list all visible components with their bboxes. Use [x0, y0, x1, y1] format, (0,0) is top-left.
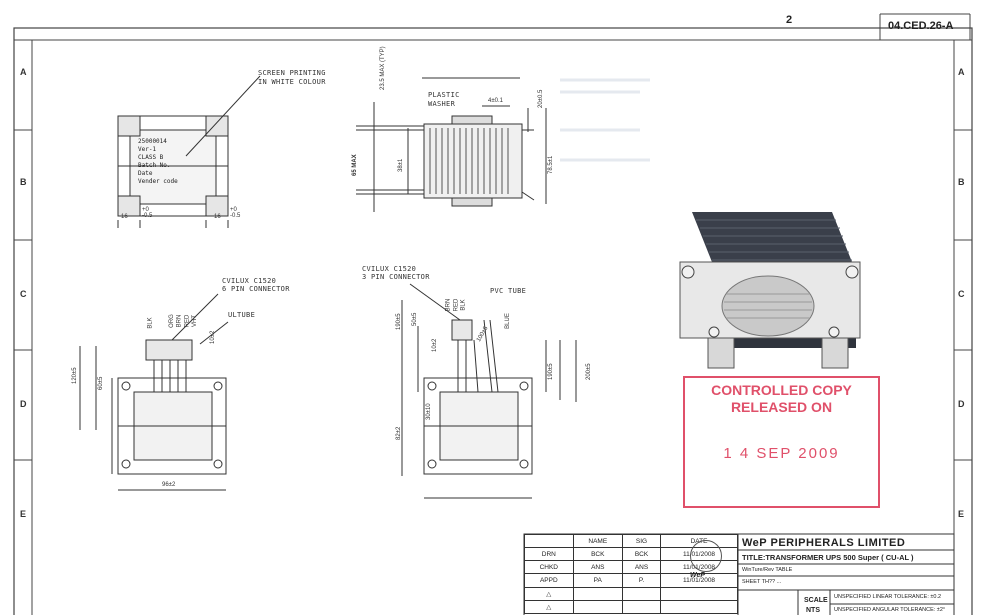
table-cell: P. — [621, 573, 662, 588]
angular-tolerance: UNSPECIFIED ANGULAR TOLERANCE: ±2° — [834, 607, 946, 613]
wire-label: BRN — [445, 298, 452, 312]
dim: 60±5 — [98, 376, 104, 390]
transformer-render — [679, 212, 861, 369]
front-view-top — [117, 75, 261, 228]
zone-left-e: E — [20, 509, 27, 519]
document-id: 04.CED.26-A — [888, 20, 954, 32]
note-plastic-2: WASHER — [428, 100, 456, 108]
dim: 65 MAX — [352, 154, 358, 176]
wire-label: RED — [453, 298, 460, 312]
dim: +0 — [142, 207, 149, 213]
scale-label: SCALE — [804, 597, 828, 604]
note-cvilux6-1: CVILUX C1520 — [222, 277, 277, 285]
zone-right-d: D — [958, 399, 965, 409]
note-cvilux3-1: CVILUX C1520 — [362, 265, 417, 273]
wire-label: BRN — [176, 314, 183, 328]
note-cvilux6-2: 6 PIN CONNECTOR — [222, 285, 290, 293]
stamp-line-1: CONTROLLED COPY — [711, 382, 852, 398]
part-label-line: CLASS B — [138, 154, 164, 161]
zone-right-b: B — [958, 177, 965, 187]
dim: 4±0.1 — [488, 98, 503, 104]
dim: -0.5 — [230, 213, 241, 219]
zone-right-e: E — [958, 509, 965, 519]
scale-value: NTS — [806, 607, 820, 614]
wire-label: BLK — [460, 299, 467, 311]
table-cell: CHKD — [524, 560, 574, 575]
drawing-title: TITLE:TRANSFORMER UPS 500 Super ( CU-AL … — [742, 553, 914, 562]
part-label-line: Vender code — [138, 178, 178, 185]
zone-right-c: C — [958, 289, 965, 299]
part-label-line: 25000014 — [138, 138, 167, 145]
dim: 50±5 — [412, 312, 418, 326]
note-plastic-1: PLASTIC — [428, 91, 460, 99]
title-line-3: SHEET TH?? ... — [742, 579, 782, 585]
dim: 10±2 — [210, 330, 216, 344]
dim: 16 — [214, 214, 221, 220]
table-cell: BCK — [621, 547, 662, 562]
dim: 200±5 — [586, 363, 592, 380]
front-view-bottom — [79, 293, 229, 491]
note-ultube: ULTUBE — [228, 311, 256, 319]
part-label-line: Ver-1 — [138, 146, 157, 153]
dim: 20±0.5 — [538, 89, 544, 108]
dim: 190±5 — [396, 313, 402, 330]
wire-label: BLK — [147, 317, 154, 329]
dim: 30±10 — [426, 403, 432, 420]
wire-label: ORG — [168, 314, 175, 328]
stamp-line-2: RELEASED ON — [730, 399, 833, 415]
table-cell: APPD — [524, 573, 574, 588]
outer-frame — [13, 27, 973, 615]
table-cell: PA — [572, 573, 623, 588]
zone-left-c: C — [20, 289, 27, 299]
note-screen-printing-2: IN WHITE COLOUR — [258, 78, 326, 86]
dim: 10±2 — [432, 338, 438, 352]
part-label-line: Batch No. — [138, 162, 171, 169]
wire-label: BLUE — [504, 313, 511, 329]
table-cell: BCK — [572, 547, 623, 562]
dim: 23.5 MAX (TYP) — [380, 46, 386, 90]
part-label-line: Date — [138, 170, 153, 177]
controlled-copy-stamp: CONTROLLED COPY RELEASED ON 1 4 SEP 2009 — [683, 376, 880, 508]
stamp-date: 1 4 SEP 2009 — [723, 445, 840, 462]
title-line-2: WinTure/Rev TABLE — [742, 567, 793, 573]
dim: 16 — [121, 214, 128, 220]
dim: 96±2 — [162, 482, 176, 488]
wire-label: RED — [184, 314, 191, 328]
note-screen-printing-1: SCREEN PRINTING — [258, 69, 326, 77]
front-view-bottom-center — [401, 283, 577, 499]
note-pvc-tube: PVC TUBE — [490, 287, 527, 295]
logo-text: WeP — [690, 572, 706, 579]
zone-left-a: A — [20, 67, 27, 77]
side-view-top — [356, 77, 547, 212]
zone-left-d: D — [20, 399, 27, 409]
zone-left-b: B — [20, 177, 27, 187]
company-logo-icon — [690, 540, 722, 572]
company-name: WeP PERIPHERALS LIMITED — [742, 537, 906, 549]
zone-right-a: A — [958, 67, 965, 77]
table-cell: DRN — [524, 547, 574, 562]
linear-tolerance: UNSPECIFIED LINEAR TOLERANCE: ±0.2 — [834, 594, 942, 600]
wire-label: VHT — [192, 315, 198, 327]
dim: 190±5 — [548, 363, 554, 380]
sheet-number: 2 — [786, 14, 793, 26]
dim: 78.5±1 — [548, 155, 554, 174]
dim: 38±1 — [398, 158, 404, 172]
dim: -0.5 — [142, 213, 153, 219]
part-label: 25000014 Ver-1 CLASS B Batch No. Date Ve… — [138, 138, 178, 186]
dim: +0 — [230, 207, 237, 213]
col-header: SIG — [621, 533, 662, 549]
table-cell: ANS — [621, 560, 662, 575]
col-header: NAME — [572, 533, 623, 549]
dim: 120±5 — [72, 367, 78, 384]
table-cell: ANS — [572, 560, 623, 575]
dim: 82±2 — [396, 426, 402, 440]
title-block-frame — [523, 533, 955, 615]
note-cvilux3-2: 3 PIN CONNECTOR — [362, 273, 430, 281]
